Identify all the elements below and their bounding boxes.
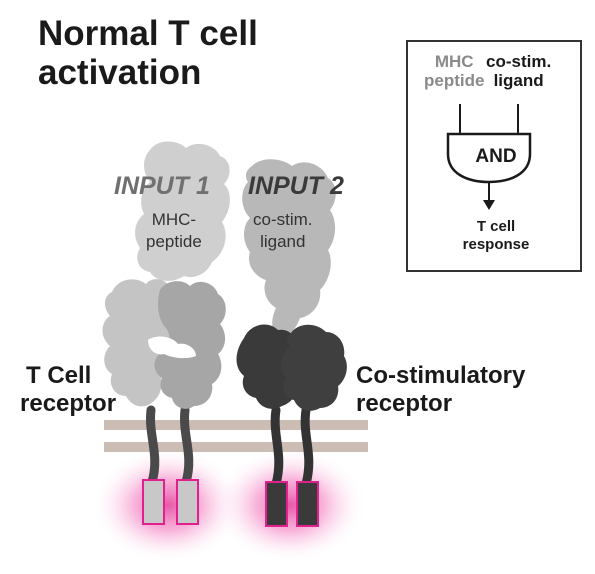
tcr-label: T Cell receptor: [20, 362, 117, 417]
tcr-stalk-right: [180, 405, 194, 487]
gate-output: T cell response: [462, 218, 530, 253]
tcr-itam-right: [176, 479, 199, 525]
costim-motif-left: [265, 481, 288, 527]
costim-motif-right: [296, 481, 319, 527]
costim-ligand-shape: [242, 159, 336, 337]
gate-input-mhc: MHC peptide: [424, 52, 485, 90]
costim-receptor-label: Co-stimulatory receptor: [356, 362, 526, 417]
tcr-chain-light: [102, 279, 175, 407]
gate-input-costim: co-stim. ligand: [486, 52, 552, 90]
title-line-1: Normal T cell: [38, 14, 258, 53]
mhc-peptide-shape: [135, 141, 230, 281]
title-line-2: activation: [38, 53, 202, 92]
input-1-label: INPUT 1: [114, 172, 210, 200]
arrow-down-icon: [483, 200, 495, 210]
costim-chain-right: [281, 324, 347, 411]
input-2-label: INPUT 2: [248, 172, 344, 200]
membrane-top: [104, 420, 368, 430]
signal-glow-left: [92, 447, 244, 563]
tcr-cleft: [148, 336, 196, 359]
and-gate-graphic: [446, 104, 532, 210]
and-gate-shape: [446, 132, 532, 184]
signal-glow-right: [214, 447, 366, 563]
logic-gate-box: MHC peptide co-stim. ligand AND T cell r…: [406, 40, 582, 272]
page-title: Normal T cell activation: [38, 14, 258, 92]
tcr-stalk-left: [146, 405, 160, 487]
costim-stalk-left: [270, 405, 284, 489]
tcr-chain-mid: [154, 281, 226, 409]
tcr-itam-left: [142, 479, 165, 525]
costim-ligand-label: co-stim. ligand: [253, 210, 313, 251]
mhc-peptide-label: MHC- peptide: [146, 210, 202, 251]
costim-stalk-right: [300, 405, 314, 489]
and-gate-label: AND: [475, 146, 517, 167]
membrane-bottom: [104, 442, 368, 452]
